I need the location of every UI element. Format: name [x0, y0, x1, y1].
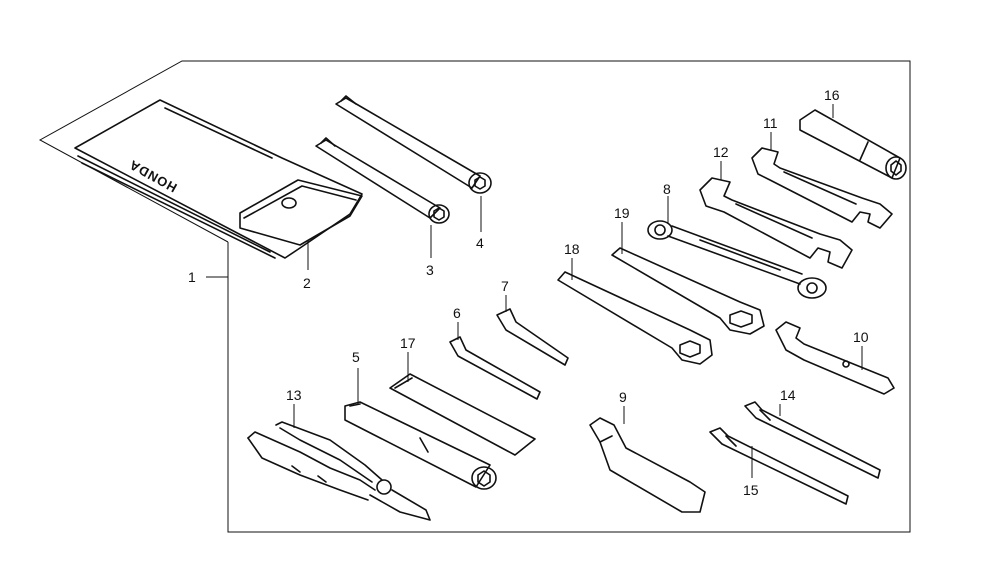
- extension-bar-4: [335, 95, 492, 194]
- box-spanner: [344, 401, 497, 490]
- tool-pouch: [239, 179, 363, 246]
- combination-wrench-8: [647, 220, 827, 299]
- callout-15: 15: [743, 482, 759, 498]
- open-end-wrench-12: [699, 177, 853, 269]
- callout-17: 17: [400, 335, 416, 351]
- pliers: [247, 421, 431, 521]
- callout-2: 2: [303, 275, 311, 291]
- pin-wrench-10: [775, 321, 895, 395]
- handle-bar: [389, 373, 536, 456]
- ring-spanner-19: [611, 247, 765, 335]
- callout-12: 12: [713, 144, 729, 160]
- callout-3: 3: [426, 262, 434, 278]
- extension-bar-3: [315, 137, 450, 224]
- ring-spanner-18: [557, 271, 713, 365]
- callout-10: 10: [853, 329, 869, 345]
- callout-6: 6: [453, 305, 461, 321]
- callout-5: 5: [352, 349, 360, 365]
- callout-7: 7: [501, 278, 509, 294]
- screwdriver-14: [744, 401, 881, 479]
- callout-13: 13: [286, 387, 302, 403]
- leader-lines: [206, 104, 863, 478]
- hook-spanner: [589, 417, 706, 513]
- callout-9: 9: [619, 389, 627, 405]
- callout-11: 11: [763, 115, 778, 131]
- hex-key-7: [496, 308, 569, 366]
- callout-4: 4: [476, 235, 484, 251]
- callout-8: 8: [663, 181, 671, 197]
- screwdriver-15: [709, 427, 849, 505]
- callout-19: 19: [614, 205, 630, 221]
- kit-boundary: [38, 60, 911, 533]
- callout-18: 18: [564, 241, 580, 257]
- callout-16: 16: [824, 87, 840, 103]
- callout-labels: 1 2 3 4 5 6 7 8 9 10 11 12 13 14 15 16 1…: [188, 87, 869, 498]
- socket-handle: [799, 109, 907, 180]
- hex-key-6: [449, 336, 541, 400]
- open-end-wrench-11: [751, 147, 893, 229]
- callout-14: 14: [780, 387, 796, 403]
- brand-label: HONDA: [126, 157, 179, 196]
- callout-1: 1: [188, 269, 196, 285]
